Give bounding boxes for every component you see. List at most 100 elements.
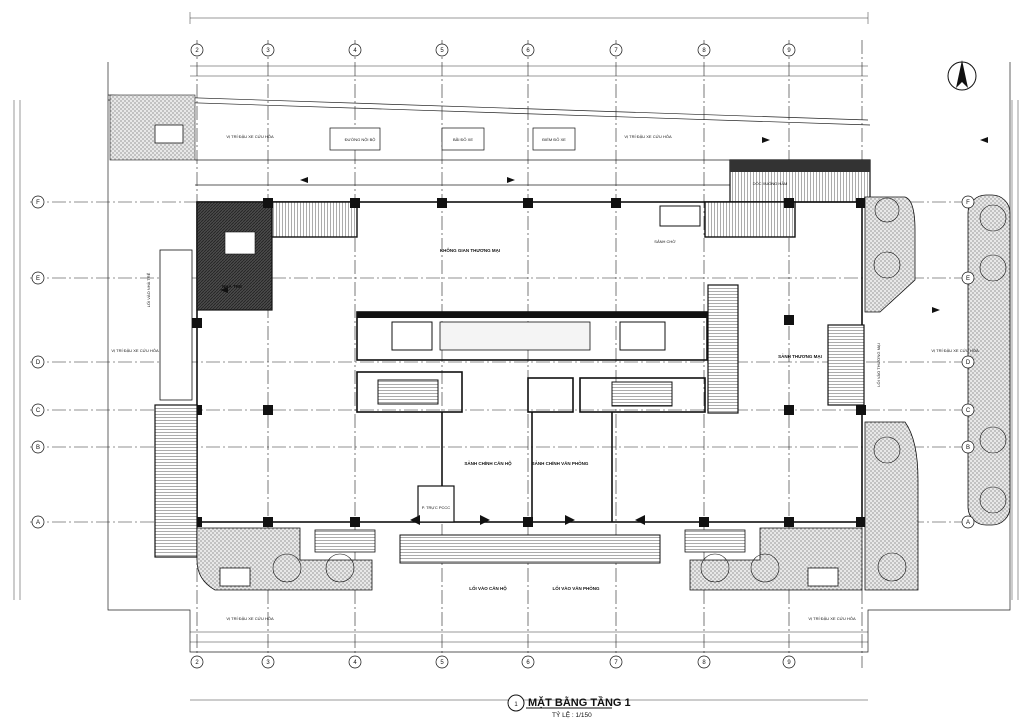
axis-col-6-top: 6	[521, 43, 535, 57]
site-boundary	[107, 62, 1011, 653]
label-fire-control: P. TRỰC PCCC	[422, 505, 450, 510]
label-office-lobby: SẢNH CHÍNH VĂN PHÒNG	[532, 459, 589, 466]
title-block: 1 MẶT BẰNG TẦNG 1 TỶ LỆ : 1/150	[507, 694, 631, 719]
axis-col-5-top: 5	[435, 43, 449, 57]
axis-row-e-right: E	[961, 271, 975, 285]
svg-text:7: 7	[614, 48, 618, 54]
circulation-arrows	[220, 137, 988, 525]
dimension-lines	[13, 12, 1019, 701]
axis-col-6-bottom: 6	[521, 655, 535, 669]
svg-text:A: A	[966, 520, 970, 526]
svg-text:B: B	[36, 445, 40, 451]
label-parking-2: BÃI ĐỖ XE	[453, 137, 473, 142]
label-entry-apartment: LỐI VÀO CĂN HỘ	[469, 584, 507, 591]
svg-text:3: 3	[266, 48, 270, 54]
drawing-title: MẶT BẰNG TẦNG 1	[528, 696, 631, 709]
label-firetruck-top-left: VỊ TRÍ ĐẬU XE CỨU HỎA	[226, 134, 274, 139]
central-core	[356, 311, 708, 522]
svg-text:B: B	[966, 445, 970, 451]
svg-text:A: A	[36, 520, 40, 526]
label-parking-1: ĐƯỜNG NỘI BỘ	[345, 137, 376, 142]
axis-col-8-top: 8	[697, 43, 711, 57]
top-parking-strip	[329, 127, 871, 203]
axis-col-7-top: 7	[609, 43, 623, 57]
svg-text:4: 4	[353, 660, 357, 666]
drawing-number: 1	[514, 702, 518, 708]
svg-text:5: 5	[440, 660, 444, 666]
axis-col-4-bottom: 4	[348, 655, 362, 669]
label-trade-right: SẢNH THƯƠNG MẠI	[778, 353, 822, 359]
svg-text:8: 8	[702, 48, 706, 54]
svg-text:C: C	[36, 408, 41, 414]
svg-text:D: D	[966, 360, 971, 366]
svg-text:4: 4	[353, 48, 357, 54]
stair-right-vertical	[707, 284, 739, 414]
axis-col-2-bottom: 2	[190, 655, 204, 669]
axis-col-7-bottom: 7	[609, 655, 623, 669]
stair-top-right	[704, 201, 796, 238]
ramp-left	[154, 404, 198, 558]
label-commercial: KHÔNG GIAN THƯƠNG MẠI	[440, 246, 500, 253]
label-elevator-lobby: SẢNH CHỜ	[654, 239, 676, 244]
north-arrow-icon	[947, 60, 977, 91]
axis-row-b-right: B	[961, 440, 975, 454]
axis-bubbles: 2 3 4 5 6 7 8 9 2 3 4 5 6 7 8 9 F E D C …	[31, 43, 975, 669]
axis-col-4-top: 4	[348, 43, 362, 57]
label-ramp-b1: DỐC XUỐNG HẦM	[753, 181, 788, 186]
svg-text:7: 7	[614, 660, 618, 666]
svg-text:2: 2	[195, 660, 199, 666]
svg-text:3: 3	[266, 660, 270, 666]
axis-col-3-bottom: 3	[261, 655, 275, 669]
stair-top-left	[271, 201, 358, 238]
label-entry-left: LỐI VÀO NHÀ TRẺ	[146, 272, 151, 307]
label-parking-3: ĐIỂM ĐỖ XE	[542, 137, 566, 142]
label-firetruck-bottom-right: VỊ TRÍ ĐẬU XE CỨU HỎA	[808, 616, 856, 621]
axis-row-f-left: F	[31, 195, 45, 209]
svg-text:F: F	[966, 200, 970, 206]
label-firetruck-top-right: VỊ TRÍ ĐẬU XE CỨU HỎA	[624, 134, 672, 139]
svg-text:5: 5	[440, 48, 444, 54]
svg-text:9: 9	[787, 48, 791, 54]
label-firetruck-left: VỊ TRÍ ĐẬU XE CỨU HỎA	[111, 348, 159, 353]
axis-col-2-top: 2	[190, 43, 204, 57]
drawing-scale: TỶ LỆ : 1/150	[552, 710, 592, 719]
axis-row-f-right: F	[961, 195, 975, 209]
axis-col-8-bottom: 8	[697, 655, 711, 669]
label-firetruck-bottom-left: VỊ TRÍ ĐẬU XE CỨU HỎA	[226, 616, 274, 621]
fire-control-room	[417, 485, 455, 523]
label-apartment-lobby: SẢNH CHÍNH CĂN HỘ	[464, 459, 512, 466]
stair-right-entrance	[827, 324, 865, 406]
svg-text:D: D	[36, 360, 41, 366]
bottom-planters	[196, 527, 863, 591]
svg-text:E: E	[966, 276, 970, 282]
axis-row-e-left: E	[31, 271, 45, 285]
axis-row-a-left: A	[31, 515, 45, 529]
svg-text:2: 2	[195, 48, 199, 54]
main-entrance-steps	[399, 534, 661, 564]
axis-row-c-right: C	[961, 403, 975, 417]
svg-text:9: 9	[787, 660, 791, 666]
label-firetruck-right: VỊ TRÍ ĐẬU XE CỨU HỎA	[931, 348, 979, 353]
svg-text:6: 6	[526, 660, 530, 666]
svg-text:C: C	[966, 408, 971, 414]
axis-row-a-right: A	[961, 515, 975, 529]
columns	[192, 198, 866, 527]
site-labels: VỊ TRÍ ĐẬU XE CỨU HỎA VỊ TRÍ ĐẬU XE CỨU …	[111, 134, 979, 621]
svg-text:6: 6	[526, 48, 530, 54]
axis-col-3-top: 3	[261, 43, 275, 57]
svg-text:F: F	[36, 200, 40, 206]
axis-col-5-bottom: 5	[435, 655, 449, 669]
axis-col-9-top: 9	[782, 43, 796, 57]
room-labels: KHÔNG GIAN THƯƠNG MẠI SẢNH CHÍNH CĂN HỘ …	[222, 137, 822, 510]
axis-col-9-bottom: 9	[782, 655, 796, 669]
axis-row-d-right: D	[961, 355, 975, 369]
axis-row-d-left: D	[31, 355, 45, 369]
axis-row-b-left: B	[31, 440, 45, 454]
drawing-number-bubble	[507, 694, 525, 712]
label-entry-right: LỐI VÀO THƯƠNG MẠI	[876, 343, 881, 386]
svg-text:8: 8	[702, 660, 706, 666]
label-guard: NHÀ TRẺ	[222, 283, 242, 289]
svg-text:E: E	[36, 276, 40, 282]
right-planters	[864, 194, 1011, 591]
guard-room	[196, 201, 273, 311]
